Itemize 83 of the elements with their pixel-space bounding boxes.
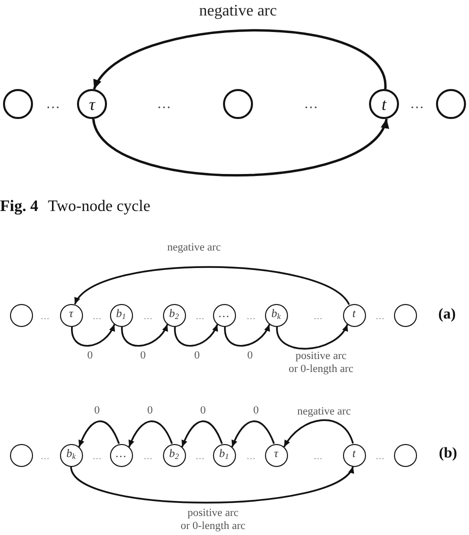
ellipsis-dots: … bbox=[196, 310, 204, 322]
ellipsis-dots: … bbox=[196, 450, 204, 462]
arrow bbox=[71, 324, 116, 347]
ellipsis-dots: … bbox=[410, 96, 424, 114]
ellipsis-dots: … bbox=[314, 310, 322, 322]
edge-label: 0 bbox=[147, 404, 153, 418]
node-label: t bbox=[352, 309, 356, 321]
ellipsis-dots: … bbox=[40, 450, 50, 462]
ellipsis-dots: … bbox=[246, 450, 256, 462]
node-circle bbox=[394, 444, 416, 466]
node-circle bbox=[110, 444, 132, 466]
panel-label: (a) bbox=[438, 306, 456, 324]
node-label: b$_{k}$ bbox=[66, 449, 76, 461]
node-label: … bbox=[218, 309, 230, 321]
arrow bbox=[276, 324, 348, 350]
arrow bbox=[78, 420, 120, 448]
node-circle bbox=[223, 89, 253, 119]
ellipsis-dots: … bbox=[144, 450, 152, 462]
ellipsis-dots: … bbox=[46, 96, 60, 114]
arrow bbox=[70, 466, 354, 504]
node-circle bbox=[264, 444, 288, 466]
node-circle bbox=[436, 89, 466, 119]
node-circle bbox=[342, 304, 366, 326]
arrow bbox=[283, 419, 354, 448]
arrow bbox=[174, 324, 218, 347]
ellipsis-dots: … bbox=[304, 96, 318, 114]
edge-label: 0 bbox=[87, 349, 93, 363]
arrow bbox=[231, 420, 275, 448]
ellipsis-dots: … bbox=[246, 310, 256, 322]
node-circle bbox=[10, 304, 32, 326]
node-circle bbox=[10, 444, 32, 466]
arrow bbox=[92, 118, 388, 177]
figure-caption: Fig. 4 Two-node cycle bbox=[0, 197, 150, 216]
node-circle bbox=[110, 304, 132, 326]
edge-label: 0 bbox=[194, 349, 200, 363]
node-circle bbox=[264, 304, 288, 326]
node-label: τ bbox=[88, 96, 96, 112]
node-circle bbox=[60, 444, 82, 466]
ellipsis-dots: … bbox=[92, 450, 102, 462]
panel-label: (b) bbox=[438, 445, 458, 463]
arrow bbox=[181, 420, 223, 448]
edge-label: positive arc or 0-length arc bbox=[288, 350, 354, 376]
node-label: τ bbox=[274, 449, 278, 461]
edge-label: 0 bbox=[94, 404, 100, 418]
node-circle bbox=[162, 444, 186, 466]
ellipsis-dots: … bbox=[40, 310, 50, 322]
node-label: … bbox=[116, 449, 126, 461]
ellipsis-dots: … bbox=[314, 450, 322, 462]
node-circle bbox=[394, 304, 416, 326]
node-circle bbox=[212, 304, 236, 326]
node-circle bbox=[162, 304, 186, 326]
node-label: b$_{1}$ bbox=[116, 309, 126, 321]
node-circle bbox=[77, 89, 107, 119]
node-label: b$_{2}$ bbox=[169, 309, 179, 321]
arrow bbox=[128, 420, 173, 448]
edge-label: 0 bbox=[200, 404, 206, 418]
edge-label: 0 bbox=[247, 349, 253, 363]
node-circle bbox=[3, 89, 33, 119]
arrow bbox=[121, 324, 168, 347]
arrow bbox=[93, 29, 386, 90]
ellipsis-dots: … bbox=[144, 310, 152, 322]
ellipsis-dots: … bbox=[376, 450, 384, 462]
edge-label: 0 bbox=[253, 404, 259, 418]
node-label: τ bbox=[68, 309, 74, 321]
edge-label: 0 bbox=[140, 349, 146, 363]
node-circle bbox=[369, 89, 399, 119]
edge-label: positive arc or 0-length arc bbox=[180, 506, 246, 534]
node-label: t bbox=[352, 449, 356, 461]
node-circle bbox=[342, 444, 366, 466]
arrow bbox=[74, 266, 350, 306]
node-label: b$_{1}$ bbox=[219, 449, 229, 461]
node-circle bbox=[60, 304, 82, 326]
edge-label: negative arc bbox=[167, 241, 221, 255]
node-label: b$_{2}$ bbox=[169, 449, 179, 461]
arrow bbox=[224, 324, 270, 347]
node-label: b$_{k}$ bbox=[271, 309, 281, 321]
node-label: t bbox=[382, 96, 386, 112]
edge-label: negative arc bbox=[199, 1, 277, 21]
node-circle bbox=[212, 444, 236, 466]
ellipsis-dots: … bbox=[157, 96, 171, 114]
edge-label: negative arc bbox=[297, 405, 351, 419]
ellipsis-dots: … bbox=[92, 310, 102, 322]
ellipsis-dots: … bbox=[376, 310, 384, 322]
